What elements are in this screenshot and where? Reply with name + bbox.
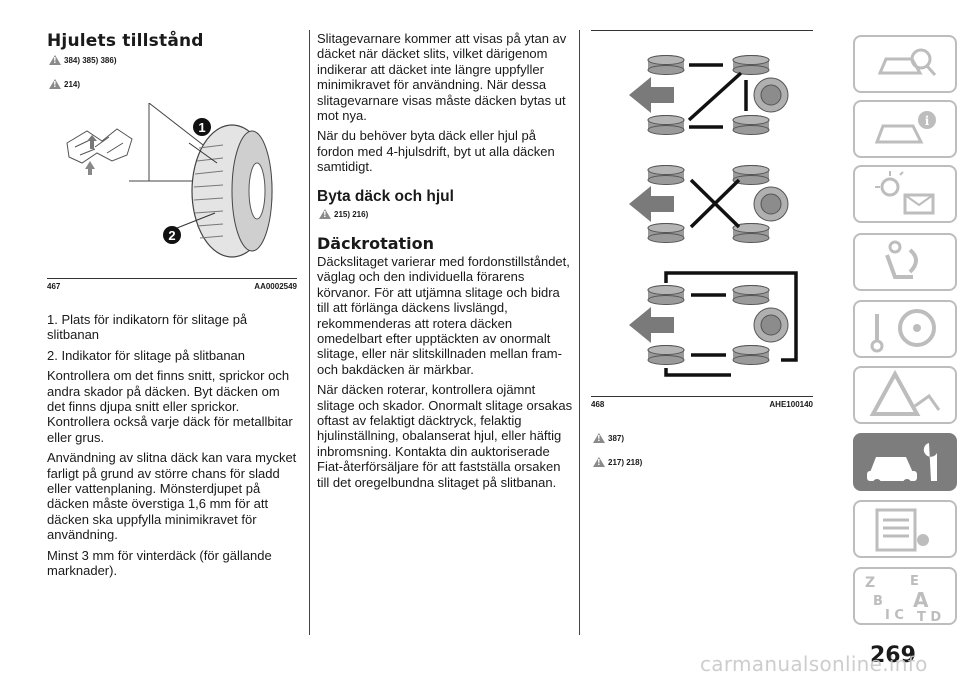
starting-driving-tab[interactable] [853, 300, 957, 358]
svg-text:I C: I C [885, 608, 904, 623]
paragraph: Minst 3 mm för vinterdäck (för gällande … [47, 547, 272, 579]
figure-top-rule [591, 30, 813, 31]
heading-tyre-rotation: Däckrotation [317, 234, 435, 253]
paragraph: När däcken roterar, kontrollera ojämnt s… [317, 382, 573, 490]
section-title-wheel-condition: Hjulets tillstånd [47, 31, 204, 51]
svg-text:Z: Z [865, 575, 875, 591]
warning-triangle-icon [49, 55, 61, 65]
document-list-icon [875, 508, 929, 552]
paragraph: Kontrollera om det finns snitt, sprickor… [47, 368, 293, 445]
svg-text:T D: T D [917, 610, 941, 623]
left-body-text: 1. Plats för indikatorn för slitage på s… [47, 312, 299, 584]
maintenance-tab[interactable] [853, 433, 957, 491]
paragraph: 2. Indikator för slitage på slitbanan [47, 347, 246, 363]
paragraph: Slitagevarnare kommer att visas på ytan … [317, 31, 567, 124]
technical-data-tab[interactable] [853, 500, 957, 558]
figure-code: AA0002549 [254, 282, 297, 291]
emergency-tab[interactable] [853, 366, 957, 424]
callout-2-label: 2 [168, 228, 175, 243]
column-divider [579, 30, 580, 635]
warning-refs-1: 384) 385) 386) [49, 55, 116, 65]
alphabet-index-icon: Z E B A I C T D [865, 574, 941, 625]
rotation-pattern-2 [629, 165, 789, 243]
watermark-text: carmanualsonline.info [700, 652, 928, 676]
paragraph: Användning av slitna däck kan vara mycke… [47, 450, 297, 543]
warning-triangle-icon [319, 209, 331, 219]
subheading-change-tyres: Byta däck och hjul [317, 188, 454, 205]
airbag-seat-tab[interactable] [853, 233, 957, 291]
warning-triangle-icon [593, 457, 605, 467]
warning-triangle-icon [593, 433, 605, 443]
figure-rule [591, 396, 813, 397]
tire-wear-indicator-figure: 1 2 [66, 103, 273, 258]
steering-wheel-icon [870, 309, 936, 353]
warning-triangle-icon [49, 79, 61, 89]
warning-refs-2: 214) [49, 79, 80, 89]
tyre-rotation-figure [629, 55, 798, 377]
column-divider [309, 30, 310, 635]
page-number: 269 [870, 643, 916, 668]
rotation-pattern-1 [629, 55, 789, 135]
figure-number: 468 [591, 400, 605, 409]
callout-2 [163, 226, 181, 244]
figure-467-caption: 467 AA0002549 [47, 282, 297, 291]
callout-1 [193, 118, 211, 136]
warning-refs-4: 387) [593, 433, 624, 443]
figure-rule [47, 278, 297, 279]
car-search-icon [877, 48, 937, 76]
seat-airbag-icon [885, 240, 918, 279]
car-info-icon: i [874, 111, 936, 144]
svg-text:i: i [925, 114, 930, 128]
car-search-tab[interactable] [853, 35, 957, 93]
svg-text:E: E [910, 574, 919, 589]
emergency-warning-icon [869, 369, 941, 416]
figure-468-caption: 468 AHE100140 [591, 400, 813, 409]
lights-messages-icon [875, 171, 935, 215]
car-info-tab[interactable]: i [853, 100, 957, 158]
paragraph: När du behöver byta däck eller hjul på f… [317, 128, 555, 175]
paragraph: Däckslitaget varierar med fordonstillstå… [317, 254, 570, 377]
figure-code: AHE100140 [769, 400, 813, 409]
middle-body-top: Slitagevarnare kommer att visas på ytan … [317, 31, 573, 180]
lights-messages-tab[interactable] [853, 165, 957, 223]
middle-body-bottom: Däckslitaget varierar med fordonstillstå… [317, 254, 573, 495]
warning-refs-3: 215) 216) [319, 209, 368, 219]
rotation-pattern-3 [629, 271, 798, 377]
warning-refs-5: 217) 218) [593, 457, 642, 467]
index-tab[interactable]: Z E B A I C T D [853, 567, 957, 625]
svg-text:A: A [913, 588, 929, 612]
svg-text:B: B [873, 594, 883, 609]
figure-number: 467 [47, 282, 61, 291]
callout-1-label: 1 [198, 120, 205, 135]
car-wrench-icon [867, 443, 937, 487]
paragraph: 1. Plats för indikatorn för slitage på s… [47, 312, 248, 343]
